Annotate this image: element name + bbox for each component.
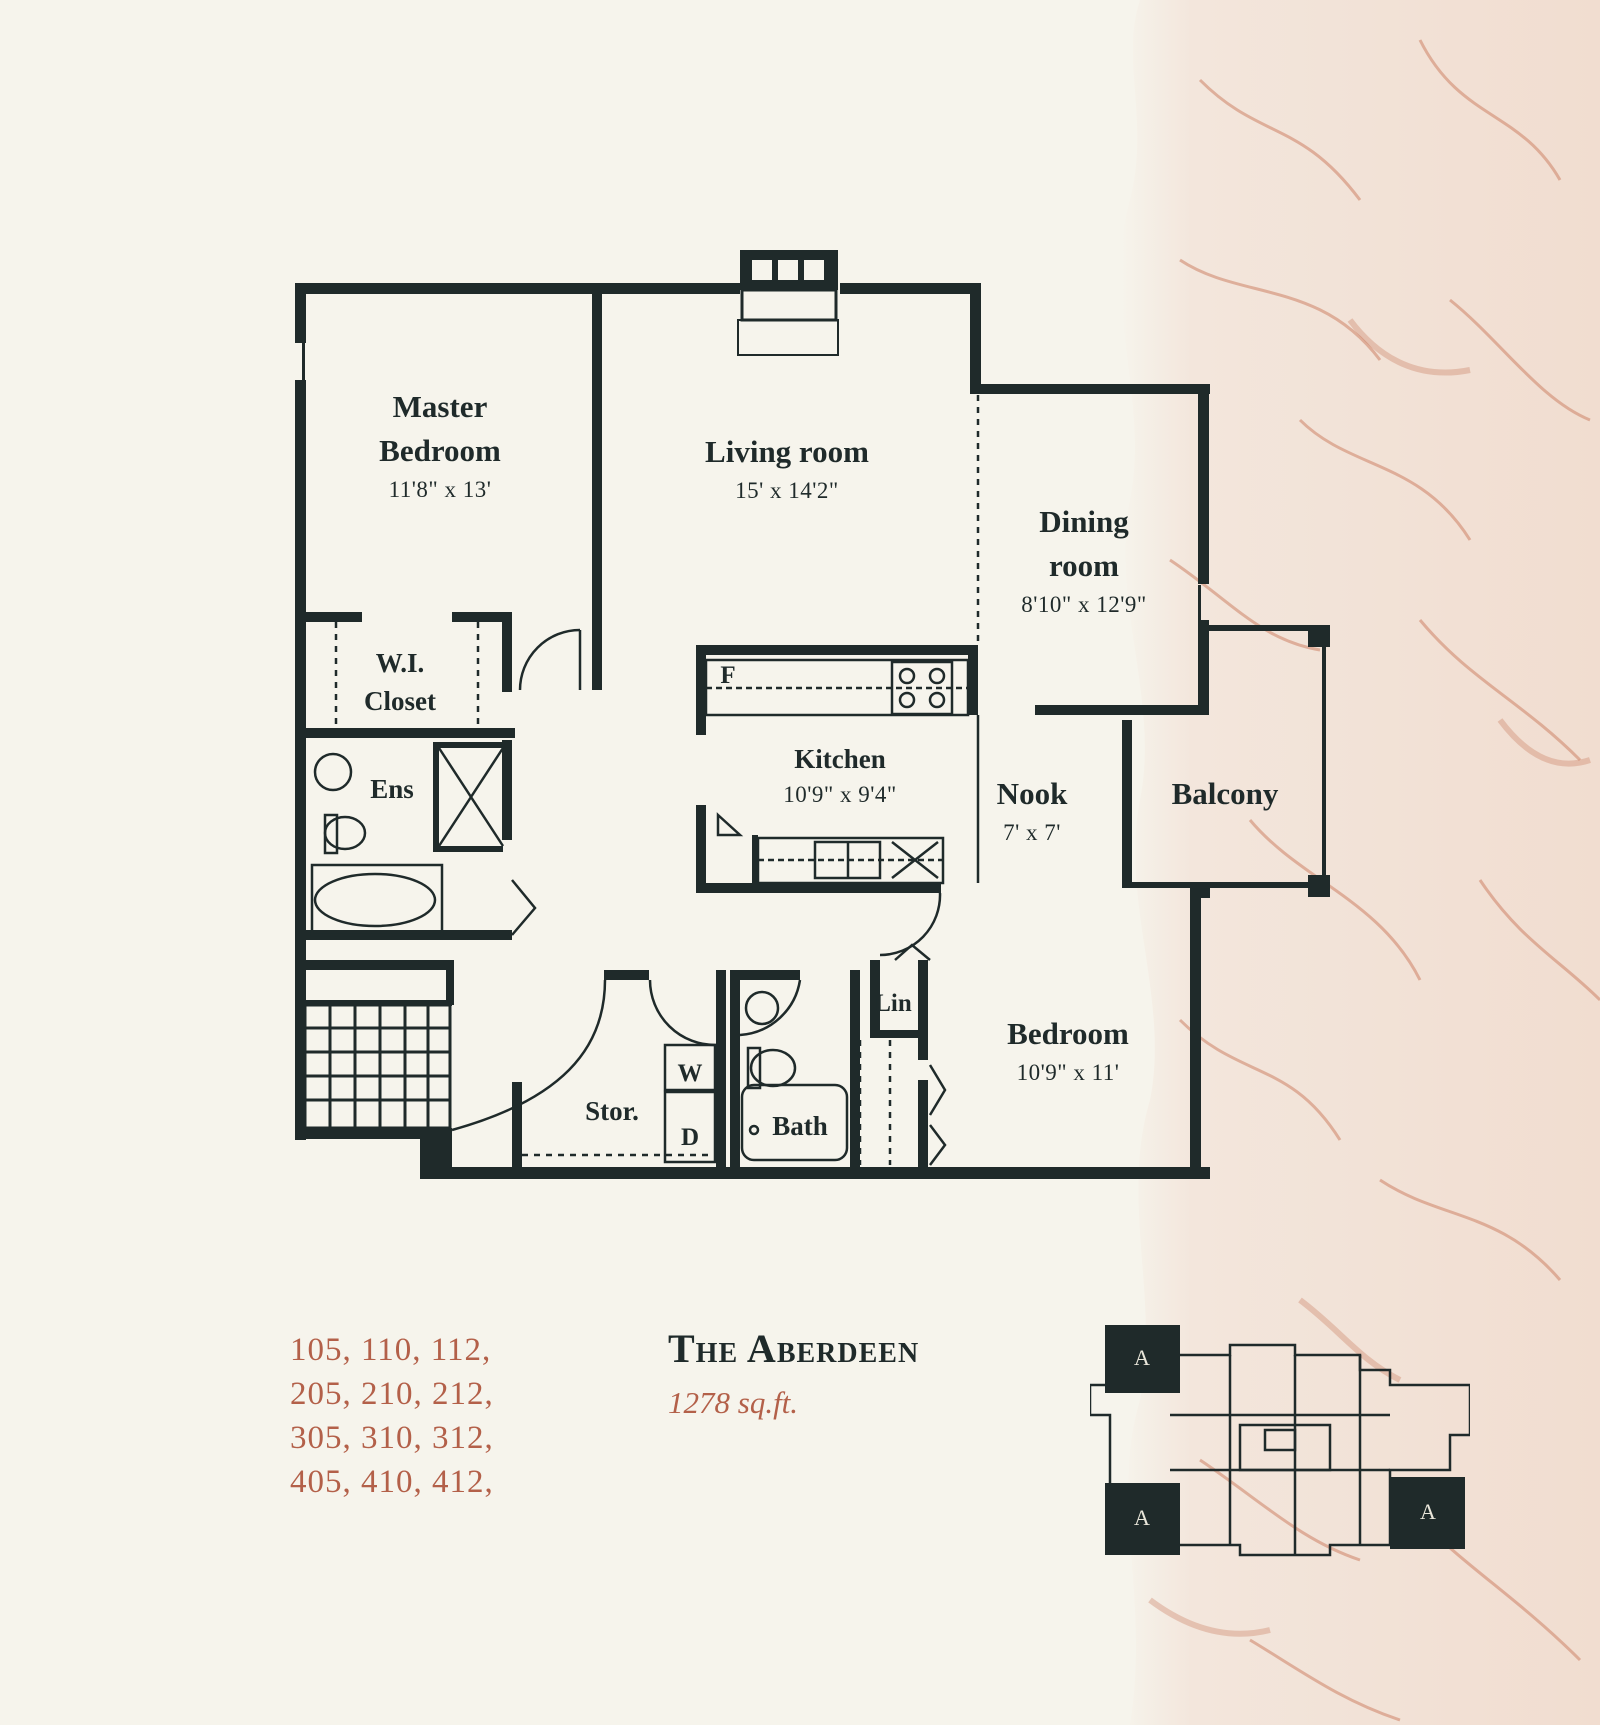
- nook-dims: 7' x 7': [1003, 820, 1061, 845]
- master-bedroom-dims: 11'8" x 13': [388, 477, 492, 502]
- dryer-label: D: [681, 1124, 699, 1152]
- nook-name: Nook: [996, 776, 1068, 811]
- bedroom-label: Bedroom 10'9" x 11': [1007, 1012, 1129, 1090]
- linen-label: Lin: [874, 990, 912, 1018]
- living-room-dims: 15' x 14'2": [735, 478, 839, 503]
- fixtures: [310, 395, 1127, 1166]
- wi-closet-name-2: Closet: [364, 686, 436, 716]
- unit-letter: A: [1134, 1345, 1150, 1370]
- ensuite-label: Ens: [370, 770, 414, 808]
- walls: [295, 283, 1330, 1179]
- dining-room-name-2: room: [1048, 548, 1120, 583]
- washer-label: W: [678, 1060, 703, 1088]
- fireplace: [737, 250, 839, 356]
- unit-a-block: [1390, 1477, 1465, 1549]
- living-room-name: Living room: [705, 434, 869, 469]
- master-bedroom-name-2: Bedroom: [379, 433, 501, 468]
- bedroom-name: Bedroom: [1007, 1016, 1129, 1051]
- model-area: 1278 sq.ft.: [668, 1385, 799, 1420]
- kitchen-name: Kitchen: [794, 744, 886, 774]
- nook-label: Nook 7' x 7': [997, 772, 1068, 850]
- suite-row: 105, 110, 112,: [290, 1332, 492, 1368]
- master-bedroom-label: Master Bedroom 11'8" x 13': [379, 385, 501, 507]
- model-name: The Aberdeen: [668, 1326, 920, 1371]
- storage-label: Stor.: [585, 1092, 639, 1130]
- suite-row: 405, 410, 412,: [290, 1464, 494, 1500]
- dining-room-label: Dining room 8'10" x 12'9": [1021, 500, 1147, 622]
- balcony-label: Balcony: [1172, 772, 1279, 816]
- master-bedroom-name-1: Master: [392, 389, 488, 424]
- fridge-name: F: [720, 662, 736, 689]
- unit-a-block: [1105, 1483, 1180, 1555]
- unit-letter: A: [1420, 1499, 1436, 1524]
- ensuite-name: Ens: [370, 774, 414, 804]
- key-plan-outline: [1090, 1343, 1470, 1557]
- wi-closet-label: W.I. Closet: [364, 644, 436, 720]
- unit-letter: A: [1134, 1505, 1150, 1530]
- kitchen-label: Kitchen 10'9" x 9'4": [783, 740, 897, 812]
- kitchen-dims: 10'9" x 9'4": [783, 782, 897, 807]
- bath-name: Bath: [772, 1111, 828, 1141]
- fridge-label: F: [720, 662, 735, 690]
- bedroom-dims: 10'9" x 11': [1016, 1060, 1120, 1085]
- bath-label: Bath: [772, 1107, 828, 1145]
- linen-name: Lin: [874, 990, 912, 1017]
- stairs: [303, 1003, 452, 1130]
- wi-closet-name-1: W.I.: [375, 648, 425, 678]
- dryer-name: D: [680, 1124, 700, 1151]
- suite-row: 205, 210, 212,: [290, 1376, 494, 1412]
- washer-name: W: [677, 1060, 703, 1087]
- dining-room-name-1: Dining: [1039, 504, 1129, 539]
- dining-room-dims: 8'10" x 12'9": [1021, 592, 1147, 617]
- balcony-name: Balcony: [1171, 776, 1279, 811]
- living-room-label: Living room 15' x 14'2": [705, 430, 869, 508]
- building-key-plan: A A A: [1090, 1325, 1470, 1557]
- suite-list: 105, 110, 112, 205, 210, 212, 305, 310, …: [290, 1328, 494, 1504]
- suite-row: 305, 310, 312,: [290, 1420, 494, 1456]
- storage-name: Stor.: [585, 1096, 639, 1126]
- unit-a-block: [1105, 1325, 1180, 1393]
